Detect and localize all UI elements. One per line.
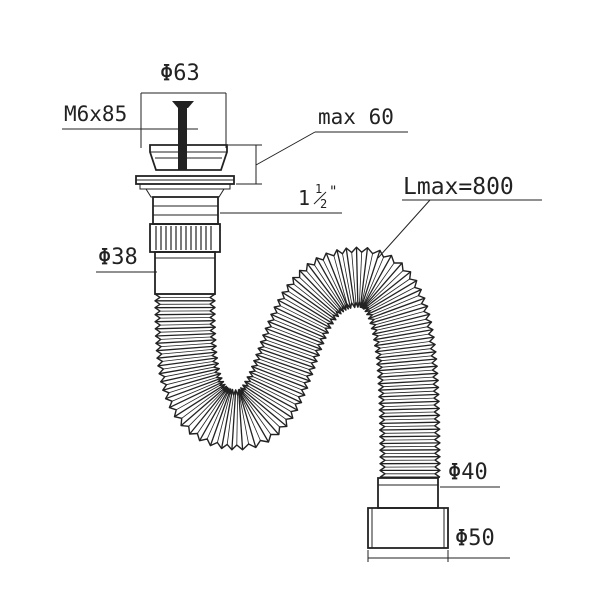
dimension-trap-diameter: Φ38 [96,245,157,273]
threaded-body [152,196,219,225]
screw [172,101,194,170]
thread-fraction-denominator: 2 [320,197,327,211]
trap-pipe [154,251,216,295]
sink-flange [135,175,235,198]
dimension-screw-size: M6x85 [62,102,198,130]
strainer-diameter-label: Φ63 [160,61,200,86]
max-thickness-label: max 60 [318,105,394,129]
trap-diameter-label: Φ38 [98,245,138,270]
coupling-nut [149,223,221,253]
corrugated-hose [154,246,441,478]
thread-whole-label: 1 [298,186,310,210]
outlet-outer-diameter-label: Φ50 [455,526,495,551]
screw-size-label: M6x85 [64,102,127,126]
thread-fraction-numerator: 1 [315,182,322,196]
dimension-max-thickness: max 60 [228,105,408,185]
hose-length-label: Lmax=800 [403,174,514,200]
thread-inch-mark: " [329,184,337,200]
dimension-hose-length: Lmax=800 [377,174,542,259]
dimension-thread-size: 1 1 2 " [220,182,342,214]
strainer-basket [149,144,228,171]
dimension-outlet-inner: Φ40 [440,460,500,488]
outlet-fitting [367,477,449,549]
outlet-inner-diameter-label: Φ40 [448,460,488,485]
dimension-strainer-diameter: Φ63 [140,61,227,148]
dimension-outlet-outer: Φ50 [367,526,510,562]
